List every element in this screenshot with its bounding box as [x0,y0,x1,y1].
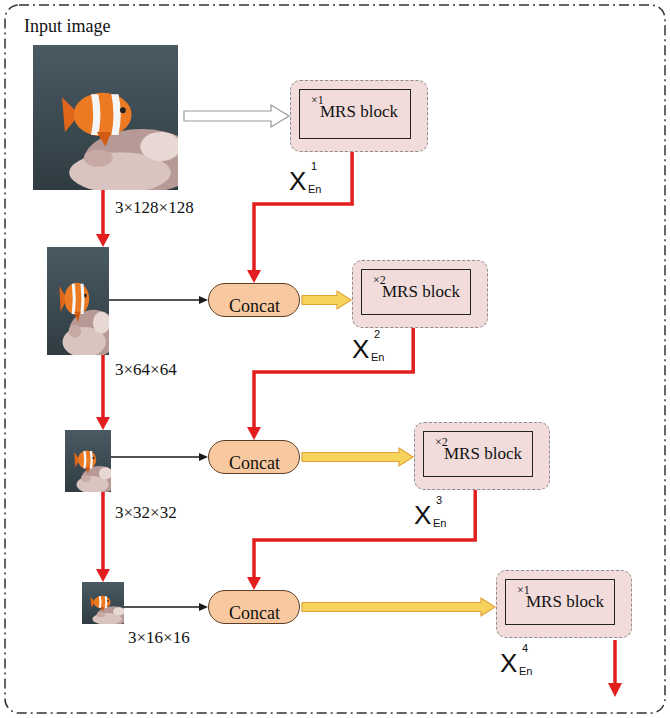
repeat-count: ×2 [435,435,546,489]
arrow-body [302,448,413,466]
fish-photo [82,582,130,625]
fish-photo [47,247,118,357]
encoder-tag: En [433,517,446,530]
frame-outline [5,5,665,713]
mrs-group: ×2MRS block [414,422,550,490]
mrs-block: MRS block [505,579,615,625]
feature-symbol: X [500,648,517,678]
figure-frame: Input image3×128×128×1MRS block3×64×64Co… [4,4,666,714]
mrs-block: MRS block [299,89,411,139]
input-image: 3×32×32 [65,430,111,492]
input-image: 3×16×16 [82,582,124,624]
arrowhead [247,270,261,283]
arrow-line [101,492,105,572]
level-index: 1 [311,160,317,173]
dimension-label: 3×64×64 [115,360,177,380]
input-image: 3×128×128 [33,45,178,190]
op-label: Concat [229,603,280,624]
flow-arrow [96,492,110,582]
image-arrow [111,453,208,461]
dimension-label: 3×128×128 [115,198,194,218]
arrowhead [199,603,208,611]
fish-photo [33,45,200,193]
arrow-line [109,299,201,300]
arrow-line [254,490,475,580]
arrowhead [96,234,110,247]
level-index: 3 [436,494,442,507]
concat-op: Concat [208,440,300,474]
arrowhead [96,569,110,582]
concat-arrow [302,598,495,616]
mrs-group: ×1MRS block [496,570,632,638]
arrow-line [101,355,105,420]
input-image: 3×64×64 [47,247,109,355]
mrs-group: ×1MRS block [290,80,428,152]
level-index: 2 [374,328,380,341]
flow-arrow [247,490,475,590]
flow-arrow [247,152,352,283]
dimension-label: 3×32×32 [115,503,177,523]
arrow-line [254,328,413,430]
block-label: MRS block [382,282,460,302]
image-arrow [124,603,208,611]
encoder-tag: En [308,183,321,196]
arrowhead [247,577,261,590]
op-label: Concat [229,296,280,317]
arrow-line [254,152,352,273]
arrowhead [96,417,110,430]
encoder-tag: En [371,351,384,364]
feature-symbol: X [289,166,306,196]
op-label: Concat [229,453,280,474]
repeat-count: ×1 [517,583,628,637]
image-arrow [109,296,208,304]
input-arrow [184,105,289,127]
flow-arrow [96,355,110,430]
encoder-tag: En [519,665,532,678]
block-label: MRS block [320,102,398,122]
flow-arrow [96,190,110,247]
arrow-line [101,190,105,237]
arrow-body [302,291,351,309]
output-arrowhead [608,683,622,697]
block-label: MRS block [444,444,522,464]
repeat-count: ×1 [311,93,424,151]
concat-arrow [302,291,351,309]
feature-symbol: X [414,500,431,530]
flow-arrow [247,328,413,440]
mrs-group: ×2MRS block [352,260,488,328]
frame-title: Input image [24,16,110,37]
arrow-body [302,598,495,616]
arrow-body [184,105,289,127]
arrow-line [111,456,201,457]
output-arrow [613,640,617,684]
concat-op: Concat [208,283,300,317]
frame-border [4,4,666,714]
repeat-count: ×2 [373,273,484,327]
level-index: 4 [522,642,528,655]
concat-arrow [302,448,413,466]
arrowhead [247,427,261,440]
fish-photo [65,430,118,493]
arrowhead [199,453,208,461]
mrs-block: MRS block [423,431,533,477]
concat-op: Concat [208,590,300,624]
dimension-label: 3×16×16 [128,628,190,648]
arrow-line [124,606,201,607]
arrowhead [199,296,208,304]
mrs-block: MRS block [361,269,471,315]
feature-symbol: X [352,334,369,364]
block-label: MRS block [526,592,604,612]
